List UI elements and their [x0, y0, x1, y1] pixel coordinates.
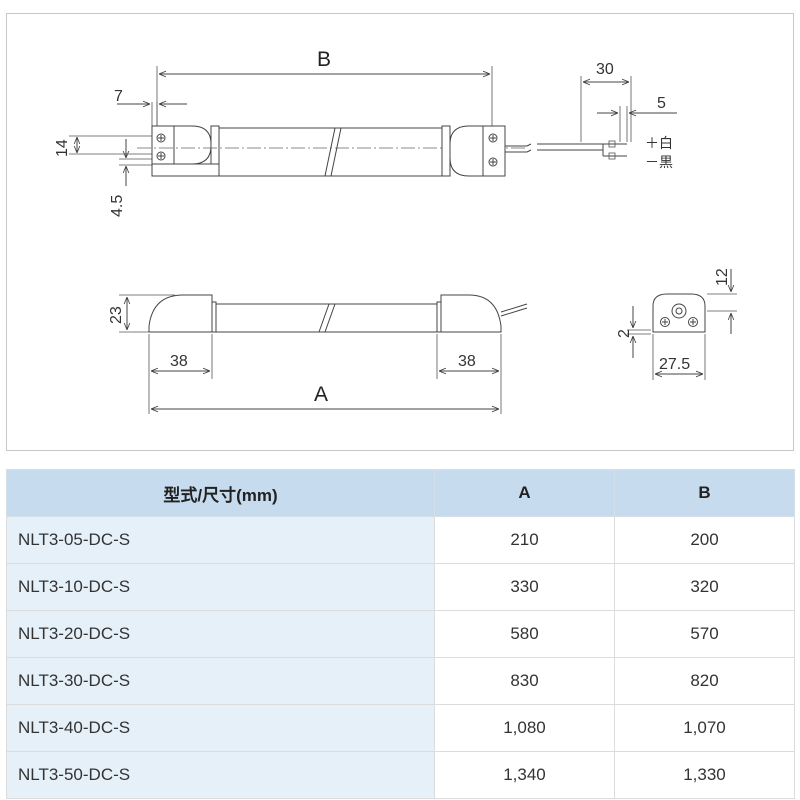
dim-label-23: 23: [108, 306, 125, 324]
header-b: B: [614, 469, 795, 517]
cell-a: 210: [434, 516, 615, 564]
table-header-row: 型式/尺寸(mm) A B: [6, 469, 795, 517]
cell-b: 570: [614, 610, 795, 658]
cell-b: 200: [614, 516, 795, 564]
cell-a: 1,340: [434, 751, 615, 799]
cell-b: 1,330: [614, 751, 795, 799]
cell-model: NLT3-40-DC-S: [6, 704, 435, 752]
dim-label-30: 30: [596, 61, 614, 78]
cell-b: 320: [614, 563, 795, 611]
header-a: A: [434, 469, 615, 517]
cell-model: NLT3-20-DC-S: [6, 610, 435, 658]
technical-drawing: B 7 14 4.5: [6, 13, 794, 451]
table-row: NLT3-50-DC-S 1,340 1,330: [6, 751, 795, 799]
wire-label-minus-black: －黒: [645, 154, 673, 170]
table-row: NLT3-05-DC-S 210 200: [6, 516, 795, 564]
cell-model: NLT3-10-DC-S: [6, 563, 435, 611]
dim-label-5: 5: [657, 95, 666, 112]
cell-model: NLT3-50-DC-S: [6, 751, 435, 799]
cell-b: 1,070: [614, 704, 795, 752]
dim-label-7: 7: [114, 88, 123, 105]
table-row: NLT3-20-DC-S 580 570: [6, 610, 795, 658]
spec-table: 型式/尺寸(mm) A B NLT3-05-DC-S 210 200 NLT3-…: [6, 469, 795, 799]
cell-a: 1,080: [434, 704, 615, 752]
cell-a: 830: [434, 657, 615, 705]
side-view: 23 38 38 A: [108, 294, 528, 414]
cell-b: 820: [614, 657, 795, 705]
cell-a: 330: [434, 563, 615, 611]
end-view: 12 2 27.5: [616, 268, 737, 380]
dim-label-27-5: 27.5: [659, 356, 690, 373]
dim-label-38-right: 38: [458, 353, 476, 370]
dim-label-12: 12: [714, 268, 731, 286]
table-row: NLT3-30-DC-S 830 820: [6, 657, 795, 705]
dim-label-a: A: [314, 383, 328, 406]
cell-model: NLT3-05-DC-S: [6, 516, 435, 564]
table-row: NLT3-40-DC-S 1,080 1,070: [6, 704, 795, 752]
dim-label-2: 2: [616, 329, 633, 338]
dim-label-38-left: 38: [170, 353, 188, 370]
wire-label-plus-white: ＋白: [645, 135, 673, 151]
cell-a: 580: [434, 610, 615, 658]
dim-label-14: 14: [54, 139, 71, 157]
dimension-drawing-svg: B 7 14 4.5: [54, 48, 737, 414]
table-row: NLT3-10-DC-S 330 320: [6, 563, 795, 611]
cell-model: NLT3-30-DC-S: [6, 657, 435, 705]
header-model-size: 型式/尺寸(mm): [6, 469, 435, 517]
top-view: B 7 14 4.5: [54, 48, 677, 217]
dim-label-4-5: 4.5: [109, 195, 126, 217]
dim-label-b: B: [317, 48, 331, 71]
